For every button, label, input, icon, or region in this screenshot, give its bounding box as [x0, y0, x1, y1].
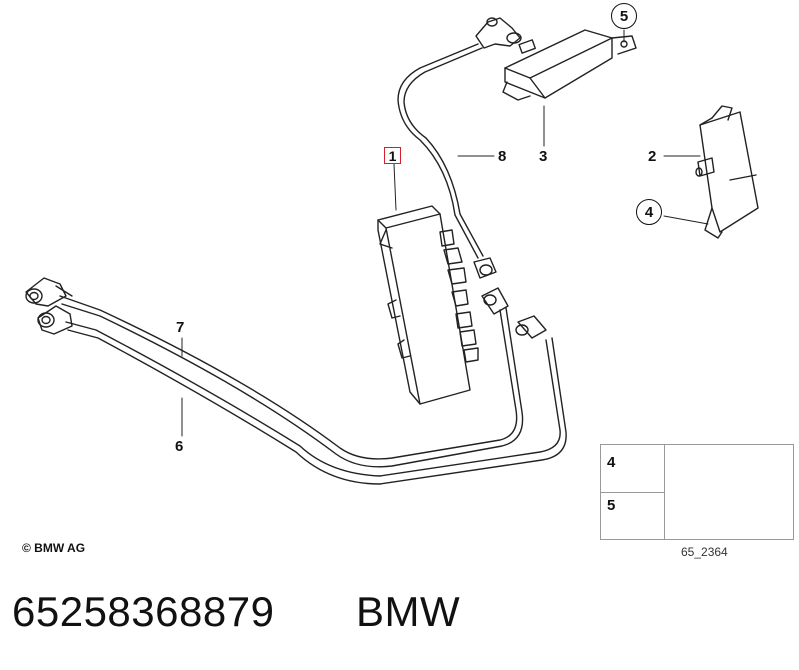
callout-2: 2	[648, 148, 657, 165]
callout-6: 6	[175, 438, 184, 455]
reference-panel: 4 5	[600, 444, 794, 540]
reference-number-4: 4	[607, 454, 616, 471]
cable-6	[65, 321, 567, 485]
reference-divider	[601, 492, 665, 493]
leader-lines	[181, 29, 709, 437]
antenna-amplifier-3	[502, 29, 637, 101]
antenna-amplifier-2	[695, 105, 759, 239]
callout-8: 8	[498, 148, 507, 165]
cable-8	[397, 17, 522, 259]
part-number: 65258368879	[12, 588, 275, 635]
brand-name: BMW	[356, 588, 461, 635]
reference-number-5: 5	[607, 497, 616, 514]
callout-7: 7	[176, 319, 185, 336]
antenna-module-1	[377, 205, 479, 405]
callout-4: 4	[636, 199, 662, 225]
copyright-text: © BMW AG	[22, 541, 86, 555]
cable-7	[59, 295, 524, 468]
callout-1: 1	[384, 147, 401, 164]
diagram-id: 65_2364	[681, 545, 728, 559]
left-connectors	[25, 277, 73, 335]
callout-3: 3	[539, 148, 548, 165]
callout-5: 5	[611, 3, 637, 29]
coax-connectors	[473, 257, 547, 339]
